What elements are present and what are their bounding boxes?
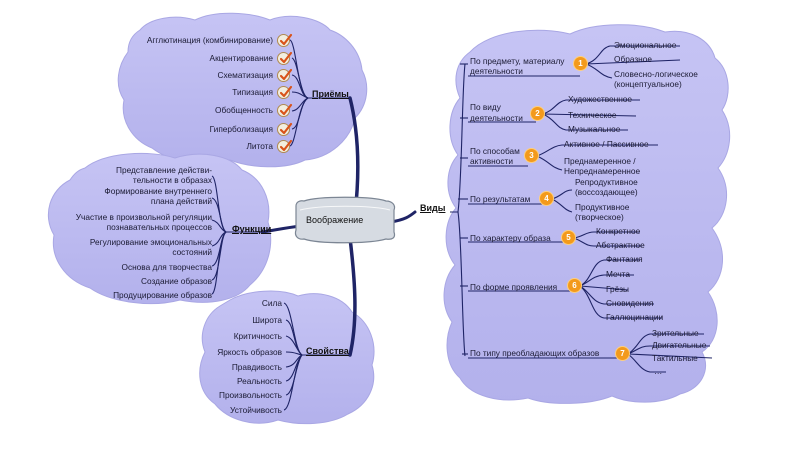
number-badge: 7 bbox=[616, 347, 629, 360]
priemy-item: Обобщенность bbox=[215, 105, 273, 115]
number-badge: 3 bbox=[525, 149, 538, 162]
checkmark-icon bbox=[277, 139, 293, 153]
vidy-leaf: Техническое bbox=[568, 110, 617, 120]
funktsii-item: Основа для творчества bbox=[121, 262, 213, 272]
funktsii-title[interactable]: Функции bbox=[232, 224, 272, 234]
svoistva-item: Реальность bbox=[236, 376, 282, 386]
vidy-leaf: … bbox=[654, 366, 663, 376]
vidy-leaf: Конкретное bbox=[596, 226, 641, 236]
funktsii-item: Представление действи- bbox=[116, 165, 212, 175]
vidy-group-label: По характеру образа bbox=[470, 233, 551, 243]
vidy-group-label: По форме проявления bbox=[470, 282, 558, 292]
vidy-group-label: По результатам bbox=[470, 194, 531, 204]
vidy-group-label: По типу преобладающих образов bbox=[470, 348, 600, 358]
funktsii-cloud bbox=[47, 152, 272, 305]
center-topic[interactable]: Воображение bbox=[306, 215, 364, 225]
vidy-leaf: Грёзы bbox=[606, 284, 630, 294]
funktsii-item: Участие в произвольной регуляции bbox=[75, 212, 212, 222]
vidy-leaf: Фантазия bbox=[606, 254, 643, 264]
vidy-leaf: Галлюцинации bbox=[606, 312, 664, 322]
number-badge: 6 bbox=[568, 279, 581, 292]
number-badge: 5 bbox=[562, 231, 575, 244]
funktsii-item: Продуцирование образов bbox=[113, 290, 212, 300]
vidy-leaf: (творческое) bbox=[575, 212, 624, 222]
vidy-group-label: По предмету, материалу bbox=[470, 56, 565, 66]
priemy-title[interactable]: Приёмы bbox=[312, 89, 349, 99]
vidy-group-label: По способам bbox=[470, 146, 520, 156]
vidy-leaf: Образное bbox=[614, 54, 652, 64]
priemy-branches bbox=[285, 39, 350, 147]
checkmark-icon bbox=[277, 68, 293, 82]
vidy-leaf: Сновидения bbox=[606, 298, 654, 308]
checkmark-icon bbox=[277, 122, 293, 136]
priemy-item: Типизация bbox=[232, 87, 273, 97]
number-badge: 2 bbox=[531, 107, 544, 120]
funktsii-item: Создание образов bbox=[141, 276, 212, 286]
vidy-leaf: (воссоздающее) bbox=[575, 187, 638, 197]
svoistva-item: Устойчивость bbox=[230, 405, 282, 415]
vidy-leaf: Тактильные bbox=[652, 353, 698, 363]
svoistva-cloud bbox=[199, 290, 375, 425]
funktsii-item: Регулирование эмоциональных bbox=[89, 237, 212, 247]
checkmark-icon bbox=[277, 51, 293, 65]
svoistva-title[interactable]: Свойства bbox=[306, 346, 349, 356]
svoistva-item: Произвольность bbox=[218, 390, 282, 400]
priemy-item: Литота bbox=[246, 141, 273, 151]
vidy-group-label: деятельности bbox=[470, 66, 523, 76]
number-badge: 1 bbox=[574, 57, 587, 70]
svoistva-item: Сила bbox=[261, 298, 282, 308]
funktsii-item: состояний bbox=[172, 247, 212, 257]
vidy-leaf: Двигательные bbox=[652, 340, 707, 350]
vidy-leaf: Музыкальное bbox=[568, 124, 621, 134]
vidy-leaf: Активное / Пассивное bbox=[564, 139, 649, 149]
funktsii-item: тельности в образах bbox=[132, 175, 212, 185]
central-node bbox=[294, 196, 396, 244]
svoistva-item: Критичность bbox=[233, 331, 282, 341]
vidy-leaf: Зрительные bbox=[652, 328, 699, 338]
vidy-leaf: Продуктивное bbox=[575, 202, 630, 212]
funktsii-item: плана действий bbox=[150, 196, 212, 206]
svoistva-branches bbox=[283, 302, 350, 411]
priemy-cloud bbox=[117, 12, 368, 168]
vidy-title[interactable]: Виды bbox=[420, 203, 446, 213]
vidy-leaf: Художественное bbox=[568, 94, 633, 104]
vidy-leaf: Словесно-логическое bbox=[614, 69, 698, 79]
vidy-leaf: Репродуктивное bbox=[575, 177, 638, 187]
vidy-group-label: активности bbox=[470, 156, 513, 166]
priemy-item: Гиперболизация bbox=[209, 124, 273, 134]
vidy-leaf: Абстрактное bbox=[596, 240, 645, 250]
checkmark-icon bbox=[277, 33, 293, 47]
priemy-item: Схематизация bbox=[217, 70, 273, 80]
checkmark-icon bbox=[277, 103, 293, 117]
svoistva-item: Правдивость bbox=[231, 362, 282, 372]
checkmark-icon bbox=[277, 85, 293, 99]
vidy-leaf: Преднамеренное / bbox=[564, 156, 636, 166]
cloud-shapes bbox=[47, 12, 731, 425]
priemy-item: Акцентирование bbox=[209, 53, 273, 63]
vidy-cloud bbox=[443, 24, 731, 404]
priemy-item: Агглютинация (комбинирование) bbox=[146, 35, 273, 45]
vidy-group-label: По виду bbox=[470, 102, 501, 112]
svoistva-item: Яркость образов bbox=[217, 347, 282, 357]
number-badge: 4 bbox=[540, 192, 553, 205]
svoistva-item: Широта bbox=[252, 315, 282, 325]
funktsii-branches bbox=[211, 175, 262, 295]
vidy-leaf: Эмоциональное bbox=[614, 40, 677, 50]
vidy-branches bbox=[450, 45, 713, 373]
funktsii-item: Формирование внутреннего bbox=[104, 186, 212, 196]
vidy-leaf: Непреднамеренное bbox=[564, 166, 641, 176]
vidy-group-label: деятельности bbox=[470, 113, 523, 123]
vidy-leaf: (концептуальное) bbox=[614, 79, 682, 89]
funktsii-item: познавательных процессов bbox=[106, 222, 212, 232]
vidy-leaf: Мечта bbox=[606, 269, 630, 279]
